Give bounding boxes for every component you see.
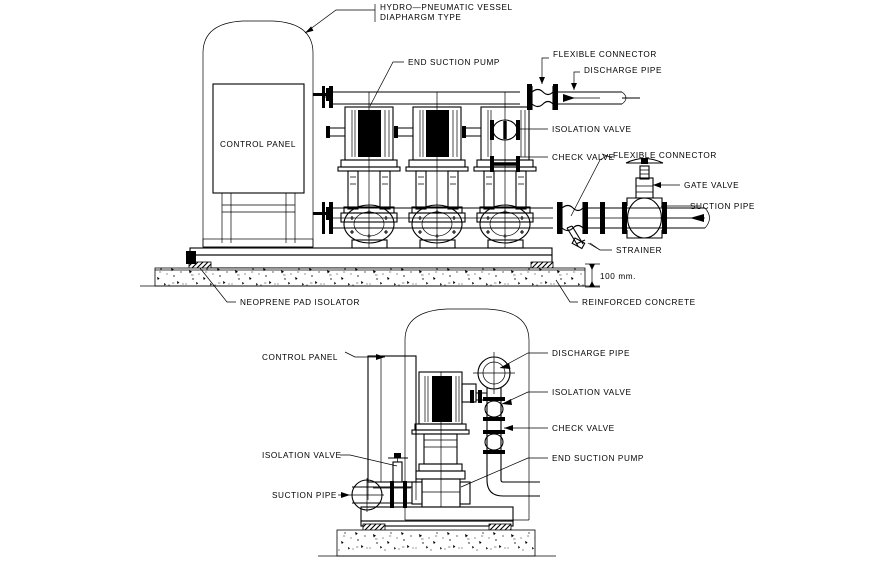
pump-side-elevation [411,371,477,508]
control-panel-bottom-view [367,355,417,500]
callout-flexible-connector-discharge: FLEXIBLE CONNECTOR [539,50,657,84]
discharge-header-pipe [322,84,640,110]
top-view-group: CONTROL PANEL HYDRO—PNEUMATIC VESSEL DIA… [140,3,755,307]
callout-isolation-valve-suction: ISOLATION VALVE [262,451,398,467]
vessel-label-line1: HYDRO—PNEUMATIC VESSEL [380,3,513,12]
callout-label: SUCTION PIPE [690,202,755,211]
callout-isolation-valve-discharge: ISOLATION VALVE [501,388,632,405]
vessel-nozzles [313,88,329,220]
callout-label: REINFORCED CONCRETE [582,298,696,307]
callout-label: ISOLATION VALVE [552,125,632,134]
callout-label: CONTROL PANEL [262,353,338,362]
callout-label: DISCHARGE PIPE [552,349,630,358]
callout-isolation-valve: ISOLATION VALVE [518,125,632,134]
pump-unit-1 [326,92,401,249]
vessel-callout-leader [304,4,376,34]
callout-discharge-pipe-bottom: DISCHARGE PIPE [499,349,630,369]
callout-end-suction-pump-bottom: END SUCTION PUMP [460,454,644,488]
pump-unit-2 [394,92,469,249]
callout-label: ISOLATION VALVE [262,451,342,460]
callout-label: FLEXIBLE CONNECTOR [553,50,657,59]
callout-check-valve: CHECK VALVE [520,153,615,162]
reinforced-concrete-slab [140,267,600,287]
callout-label: DISCHARGE PIPE [584,66,662,75]
callout-end-suction-pump: END SUCTION PUMP [369,58,500,107]
bottom-view-group: CONTROL PANEL DISCHARGE PIPE ISOLATION V… [262,308,644,557]
pump-row [326,92,537,249]
suction-header-pipe [322,202,710,234]
vessel-label-line2: DIAPHARGM TYPE [380,13,462,22]
slab-thickness-label: 100 mm. [600,272,636,281]
callout-label: ISOLATION VALVE [552,388,632,397]
skid-base [186,247,554,272]
callout-label: CHECK VALVE [552,153,615,162]
callout-check-valve-bottom: CHECK VALVE [504,424,615,433]
callout-label: END SUCTION PUMP [552,454,644,463]
callout-label: STRAINER [616,246,662,255]
discharge-riser [470,352,540,497]
callout-reinforced-concrete: REINFORCED CONCRETE [555,279,696,307]
pump-unit-3 [462,92,537,249]
callout-gate-valve: GATE VALVE [653,181,739,190]
callout-suction-pipe-bottom: SUCTION PIPE [272,491,350,500]
callout-control-panel-bottom: CONTROL PANEL [262,351,385,362]
callout-label: NEOPRENE PAD ISOLATOR [240,298,360,307]
vessel-side-elevation [404,308,530,521]
strainer-assembly [566,225,601,251]
callout-neoprene-pad-isolator: NEOPRENE PAD ISOLATOR [199,267,360,307]
callout-label: END SUCTION PUMP [408,58,500,67]
callout-label: GATE VALVE [684,181,739,190]
gate-valve-assembly [601,153,664,239]
callout-label: CHECK VALVE [552,424,615,433]
suction-line-bottom-view [350,453,412,512]
callout-strainer: STRAINER [589,242,662,255]
callout-label: SUCTION PIPE [272,491,337,500]
callout-suction-pipe: SUCTION PIPE [661,202,755,213]
skid-and-foundation-bottom [318,506,556,557]
control-panel-label: CONTROL PANEL [220,140,296,149]
control-panel-top-view: CONTROL PANEL [212,83,305,243]
hydropneumatic-vessel [202,20,314,248]
callout-label: FLEXIBLE CONNECTOR [613,151,717,160]
callout-discharge-pipe: DISCHARGE PIPE [571,66,662,90]
callout-flexible-connector-suction: FLEXIBLE CONNECTOR [570,151,717,217]
slab-thickness-dimension: 100 mm. [585,263,636,288]
